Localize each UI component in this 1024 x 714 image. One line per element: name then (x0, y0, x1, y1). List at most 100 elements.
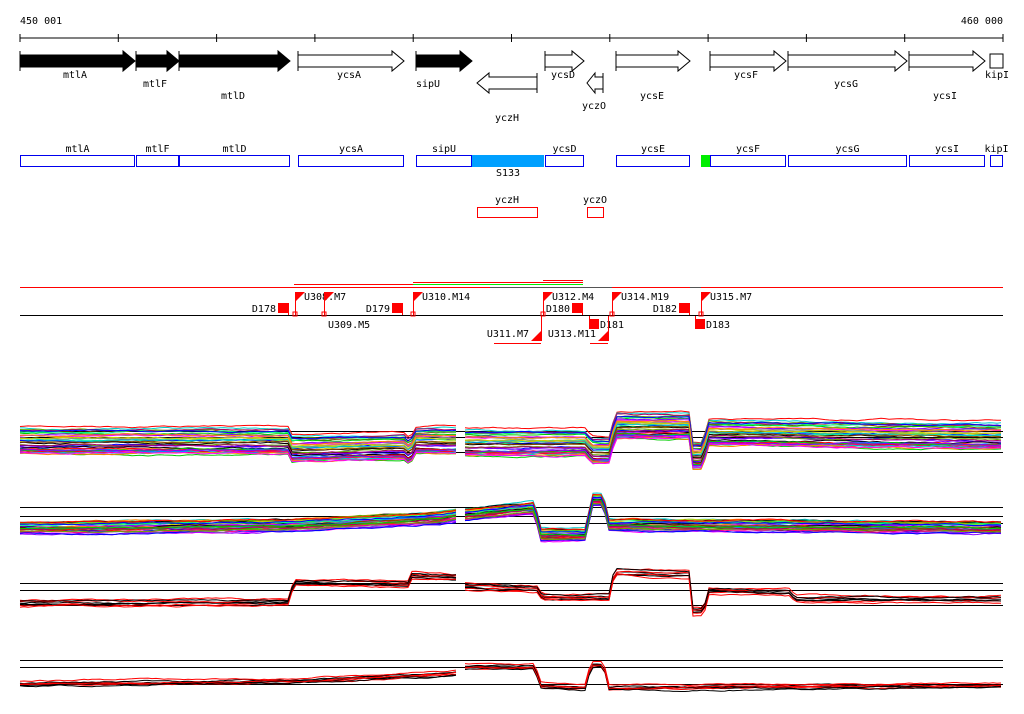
flag-icon (679, 303, 689, 313)
flag-icon (413, 292, 423, 302)
flag-icon (701, 292, 711, 302)
flag-label: U315.M7 (710, 292, 752, 303)
gene-label: ycsI (933, 91, 957, 102)
flag-icon (612, 292, 622, 302)
gene-label: ycsA (337, 70, 361, 81)
annotation-box-mtlD[interactable]: mtlD (179, 144, 290, 167)
gene-mtlA[interactable]: mtlA (19, 49, 136, 81)
gene-kipI[interactable]: kipI (985, 53, 1009, 81)
gene-ycsG[interactable]: ycsG (787, 49, 908, 90)
expression-profile-line (464, 421, 1002, 454)
upstream-flag-U313.M11[interactable]: U313.M11 (548, 316, 609, 344)
expression-profile-line (19, 671, 457, 685)
expression-profile-line (19, 509, 457, 524)
gene-label: yczO (582, 101, 606, 112)
flag-icon (695, 319, 705, 329)
gene-mtlF[interactable]: mtlF (135, 49, 180, 90)
expression-profile-line (19, 424, 457, 438)
expression-profile-line (19, 436, 457, 450)
expression-profile-line (464, 660, 1002, 687)
gene-arrow-icon (586, 71, 604, 95)
gene-ycsF[interactable]: ycsF (709, 49, 787, 81)
gene-ycsA[interactable]: ycsA (297, 49, 405, 81)
upstream-flag-U311.M7[interactable]: U311.M7 (487, 316, 542, 344)
downstream-flag-D183[interactable]: D183 (695, 316, 730, 331)
downstream-flag-D179[interactable]: D179 (366, 303, 403, 315)
transcription-unit-track: U308.M7U309.M5U310.M14U312.M4U314.M19U31… (20, 280, 1003, 344)
expression-profile-line (464, 567, 1002, 610)
downstream-flag-D178[interactable]: D178 (252, 303, 289, 315)
upstream-flag-U308.M7[interactable]: U308.M7 (292, 292, 346, 317)
annotation-box-ycsI[interactable]: ycsI (909, 144, 985, 167)
expression-profile-line (19, 572, 457, 602)
upstream-flag-U309.M5[interactable]: U309.M5 (321, 292, 370, 331)
downstream-flag-D180[interactable]: D180 (546, 303, 583, 315)
antisense-box-yczO[interactable]: yczO (583, 195, 607, 218)
expression-profile-line (464, 434, 1002, 467)
expression-panel-1 (19, 410, 1003, 471)
flag-icon (278, 303, 288, 313)
flag-label: D183 (706, 320, 730, 331)
gene-arrow-icon (178, 49, 291, 73)
gene-arrow-icon (135, 49, 180, 73)
expression-profile-line (464, 499, 1002, 537)
expression-profile-line (464, 496, 1002, 533)
expression-profile-line (19, 433, 457, 446)
annotation-label: sipU (432, 144, 456, 155)
antisense-box-yczH[interactable]: yczH (477, 195, 538, 218)
downstream-flag-D181[interactable]: D181 (589, 316, 624, 331)
expression-profile-line (19, 515, 457, 530)
annotation-box-sipU[interactable]: sipU (416, 144, 472, 167)
gene-label: ycsG (834, 79, 858, 90)
gene-arrow-icon (476, 71, 538, 95)
expression-profile-line (465, 415, 1002, 447)
gene-label: ycsE (640, 91, 664, 102)
upstream-flag-U315.M7[interactable]: U315.M7 (698, 292, 752, 317)
upstream-flag-U314.M19[interactable]: U314.M19 (609, 292, 669, 317)
flag-label: U313.M11 (548, 329, 596, 340)
flag-label: U312.M4 (552, 292, 594, 303)
flag-icon (392, 303, 402, 313)
annotation-box-mtlA[interactable]: mtlA (20, 144, 135, 167)
annotation-box-mtlF[interactable]: mtlF (136, 144, 179, 167)
expression-profile-line (19, 511, 457, 526)
downstream-flag-D182[interactable]: D182 (653, 303, 690, 315)
gene-arrow-icon (544, 49, 585, 73)
annotation-box-ycsE[interactable]: ycsE (616, 144, 690, 167)
expression-profile-line (464, 416, 1002, 450)
upstream-flag-U310.M14[interactable]: U310.M14 (410, 292, 470, 317)
coordinate-ruler: 450 001 460 000 (19, 16, 1004, 42)
flag-icon (598, 331, 608, 341)
annotation-box-ycsF[interactable]: ycsF (710, 144, 786, 167)
gene-arrow-icon (615, 49, 691, 73)
expression-panel-3 (19, 567, 1003, 617)
annotation-box-ycsA[interactable]: ycsA (298, 144, 404, 167)
flag-icon (543, 292, 553, 302)
annotation-box-ycsG[interactable]: ycsG (788, 144, 907, 167)
annotation-label: mtlA (65, 144, 89, 155)
gene-label: mtlD (221, 91, 245, 102)
annotation-label: mtlD (222, 144, 246, 155)
gene-arrow-icon (415, 49, 473, 73)
expression-profile-line (19, 669, 457, 682)
flag-icon (589, 319, 599, 329)
annotation-box-ycsD[interactable]: ycsD (545, 144, 584, 167)
expression-profile-line (464, 573, 1002, 617)
highlight-region-label: S133 (496, 168, 520, 179)
gene-sipU[interactable]: sipU (415, 49, 473, 90)
gene-yczO[interactable]: yczO (582, 71, 606, 112)
gene-arrow-icon (989, 53, 1004, 69)
gene-mtlD[interactable]: mtlD (178, 49, 291, 102)
gene-ycsE[interactable]: ycsE (615, 49, 691, 102)
annotation-label: ycsI (935, 144, 959, 155)
gene-label: sipU (416, 79, 440, 90)
highlight-region-s133[interactable] (472, 155, 544, 167)
expression-profile-line (465, 664, 1002, 690)
upstream-flag-U312.M4[interactable]: U312.M4 (540, 292, 594, 317)
gene-ycsI[interactable]: ycsI (908, 49, 986, 102)
annotation-box-kipI[interactable]: kipI (984, 144, 1009, 167)
gene-ycsD[interactable]: ycsD (544, 49, 585, 81)
expression-panel-2 (19, 492, 1003, 543)
gene-yczH[interactable]: yczH (476, 71, 538, 124)
